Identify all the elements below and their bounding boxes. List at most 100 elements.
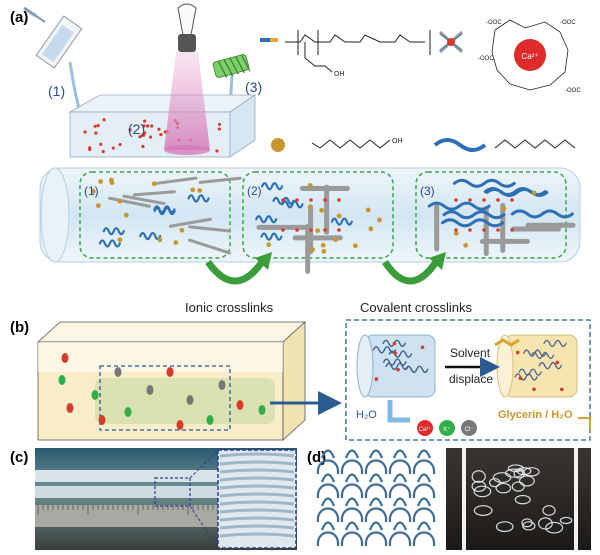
calcium-crosslink — [295, 228, 299, 232]
coil-turn — [219, 460, 295, 466]
ion-dot — [217, 127, 221, 131]
step-label-3: (3) — [245, 79, 262, 95]
legend-hea-structure: OH — [311, 138, 403, 149]
coil-turn — [219, 484, 295, 490]
fiber-loop — [523, 467, 540, 477]
calcium-crosslink — [482, 198, 486, 202]
ion-dot — [99, 142, 103, 146]
fiber-loop — [495, 521, 514, 533]
knit-loop — [388, 521, 412, 547]
monomer-dot — [108, 177, 114, 183]
monomer-dot — [320, 242, 326, 248]
calcium-crosslink — [337, 228, 341, 232]
ion-dot — [93, 124, 97, 128]
monomer-dot — [463, 242, 469, 248]
calcium-crosslink — [337, 198, 341, 202]
ion-dot — [111, 146, 115, 150]
blue-chain — [330, 217, 353, 226]
svg-text:-OOC: -OOC — [565, 88, 581, 94]
ion-dot — [91, 390, 99, 400]
blue-chain — [139, 232, 162, 241]
knit-loop — [316, 473, 340, 499]
ion-dot — [143, 119, 147, 123]
fiber-loop — [514, 494, 531, 505]
ion-dot — [258, 405, 266, 415]
stage-3-network — [427, 178, 576, 257]
gray-chain — [154, 176, 198, 185]
calcium-crosslink — [281, 198, 285, 202]
coil-turn — [219, 524, 295, 530]
coil-turn — [219, 532, 295, 538]
coil-turn — [219, 468, 295, 474]
fiber-loop — [471, 480, 487, 492]
monomer-dot — [307, 183, 313, 188]
blue-chain — [187, 194, 210, 203]
svg-text:Ca²⁺: Ca²⁺ — [419, 426, 432, 433]
legend-monomer-bar — [260, 38, 278, 42]
ion-dot — [236, 400, 244, 410]
monomer-dot — [453, 230, 459, 236]
fiber-loop — [542, 505, 556, 516]
gray-chain — [188, 225, 232, 233]
ion-dot — [102, 118, 106, 122]
ion-dot — [146, 124, 150, 128]
monomer-dot — [117, 237, 123, 243]
svg-text:-OOC: -OOC — [478, 56, 494, 62]
ion-dot — [186, 395, 194, 405]
coil-turn — [219, 516, 295, 522]
blue-chain — [510, 209, 574, 219]
coil-turn — [219, 500, 295, 506]
knit-pattern-diagram — [316, 449, 436, 547]
blue-chain — [261, 182, 284, 191]
calcium-crosslink — [510, 228, 514, 232]
calcium-crosslink — [281, 228, 285, 232]
knit-loop — [412, 449, 436, 475]
gray-chain — [187, 238, 231, 255]
glycerin-molecule-icon — [494, 338, 520, 347]
fiber-loop — [504, 468, 524, 478]
mini-dot — [396, 367, 400, 372]
knit-loop — [316, 449, 340, 475]
knit-loop — [340, 449, 364, 475]
blue-chain — [427, 201, 491, 211]
blue-chain — [441, 218, 505, 228]
water-outflow-arrow — [387, 400, 410, 423]
coil-turn — [219, 476, 295, 482]
fiber-loop — [559, 516, 573, 525]
mini-dot — [559, 387, 564, 392]
fiber-loop — [545, 521, 564, 534]
mini-dot — [374, 377, 379, 381]
fiber-loop — [495, 482, 512, 494]
ion-dot — [150, 124, 154, 128]
monomer-dot — [368, 226, 374, 232]
gel-block — [36, 321, 307, 441]
fiber-loop — [507, 464, 524, 473]
uv-lamp-icon — [164, 3, 210, 155]
fiber-loop — [521, 518, 533, 528]
fiber-before-solvent — [356, 334, 436, 398]
gray-chain — [198, 176, 242, 184]
stage-box-2 — [242, 171, 394, 259]
monomer-dot — [321, 248, 327, 254]
ion-dot — [148, 135, 153, 139]
calcium-crosslink — [468, 228, 472, 232]
calcium-crosslink — [454, 198, 458, 202]
monomer-dot — [266, 242, 272, 248]
mini-chain — [405, 365, 429, 373]
knit-loop — [316, 521, 340, 547]
calcium-crosslink — [482, 228, 486, 232]
bath-ion-dots — [83, 118, 222, 154]
ion-dot — [159, 132, 163, 137]
fiber-closeup-inset — [217, 449, 297, 549]
monomer-dot — [377, 217, 382, 223]
ion-dot — [96, 124, 100, 128]
mini-chain — [523, 349, 547, 357]
potassium-ion-icon — [439, 420, 455, 436]
monomer-dot — [157, 237, 163, 243]
mini-chain — [385, 362, 409, 371]
gray-chain — [108, 196, 151, 208]
ion-dot — [88, 147, 92, 152]
covalent-crosslinks-label: Covalent crosslinks — [360, 300, 472, 315]
mini-dot — [393, 351, 398, 355]
monomer-dot — [123, 212, 129, 218]
